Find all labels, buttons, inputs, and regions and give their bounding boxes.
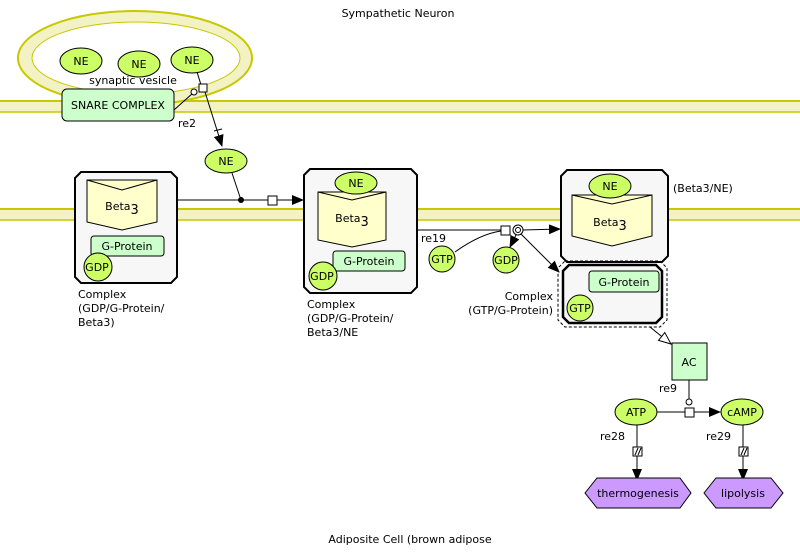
svg-text:GTP: GTP xyxy=(431,253,453,266)
ne-vesicle-1[interactable]: NE xyxy=(59,47,103,75)
reaction-re19[interactable] xyxy=(417,224,561,273)
reaction-label-re28: re28 xyxy=(600,430,625,443)
complex-name-line3: Beta3/NE xyxy=(307,326,358,339)
ne-vesicle-3[interactable]: NE xyxy=(170,46,214,74)
svg-text:G-Protein: G-Protein xyxy=(598,276,649,289)
svg-text:G-Protein: G-Protein xyxy=(343,255,394,268)
complex-name: (Beta3/NE) xyxy=(673,182,733,195)
svg-text:lipolysis: lipolysis xyxy=(721,487,765,500)
svg-text:GTP: GTP xyxy=(569,302,591,315)
svg-text:GDP: GDP xyxy=(494,254,518,267)
gdp[interactable]: GDP xyxy=(83,252,113,282)
g-protein[interactable]: G-Protein xyxy=(90,235,165,257)
phenotype-thermogenesis[interactable]: thermogenesis xyxy=(584,477,692,509)
g-protein[interactable]: G-Protein xyxy=(588,270,660,293)
complex-name-line3: Beta3) xyxy=(78,316,115,329)
reaction-re28[interactable] xyxy=(632,425,643,481)
svg-text:GDP: GDP xyxy=(85,261,109,274)
complex-beta3-ne[interactable]: Beta3 NE (Beta3/NE) xyxy=(560,169,733,263)
snare-complex[interactable]: SNARE COMPLEX xyxy=(61,88,175,122)
svg-text:NE: NE xyxy=(184,54,199,67)
svg-text:Beta3: Beta3 xyxy=(593,216,627,234)
svg-text:SNARE COMPLEX: SNARE COMPLEX xyxy=(71,99,165,112)
svg-text:NE: NE xyxy=(348,177,363,190)
reaction-label-re19: re19 xyxy=(421,232,446,245)
camp[interactable]: cAMP xyxy=(720,398,764,426)
complex-name-line2: (GDP/G-Protein/ xyxy=(78,302,165,315)
gdp[interactable]: GDP xyxy=(308,261,338,291)
gtp[interactable]: GTP xyxy=(428,245,456,273)
vesicle-label: synaptic vesicle xyxy=(89,74,177,87)
svg-text:NE: NE xyxy=(602,180,617,193)
svg-text:Beta3: Beta3 xyxy=(335,212,369,230)
svg-text:G-Protein: G-Protein xyxy=(101,240,152,253)
complex-name-line1: Complex xyxy=(78,288,127,301)
svg-text:GDP: GDP xyxy=(310,270,334,283)
svg-text:thermogenesis: thermogenesis xyxy=(597,487,679,500)
ne-vesicle-2[interactable]: NE xyxy=(117,50,161,78)
gtp[interactable]: GTP xyxy=(566,294,594,322)
gdp[interactable]: GDP xyxy=(492,246,520,274)
phenotype-lipolysis[interactable]: lipolysis xyxy=(703,477,784,509)
complex-gdp-gprotein-beta3[interactable]: Beta3 G-Protein GDP Complex (GDP/G-Prote… xyxy=(74,171,178,329)
svg-text:NE: NE xyxy=(73,55,88,68)
svg-text:cAMP: cAMP xyxy=(727,406,757,419)
reaction-label-re9: re9 xyxy=(659,382,677,395)
svg-text:NE: NE xyxy=(131,58,146,71)
reaction-binding[interactable] xyxy=(177,172,304,206)
ne[interactable]: NE xyxy=(334,171,378,195)
complex-name-line2: (GDP/G-Protein/ xyxy=(307,312,394,325)
activation-arrow xyxy=(649,326,671,344)
complex-gtp-gprotein[interactable]: G-Protein GTP Complex (GTP/G-Protein) xyxy=(468,260,668,328)
svg-text:ATP: ATP xyxy=(626,406,646,419)
compartment-label-adipocyte: Adiposite Cell (brown adipose xyxy=(328,533,491,546)
ne[interactable]: NE xyxy=(588,173,632,199)
atp[interactable]: ATP xyxy=(614,398,658,426)
reaction-re2[interactable] xyxy=(173,71,224,147)
complex-gdp-gprotein-beta3-ne[interactable]: Beta3 NE G-Protein GDP Complex (GDP/G-Pr… xyxy=(303,168,418,339)
g-protein[interactable]: G-Protein xyxy=(332,250,406,272)
complex-name-line2: (GTP/G-Protein) xyxy=(468,304,553,317)
reaction-label-re29: re29 xyxy=(706,430,731,443)
svg-text:AC: AC xyxy=(681,356,696,369)
svg-text:Beta3: Beta3 xyxy=(105,200,139,218)
reaction-re9[interactable] xyxy=(656,380,721,418)
ne-cleft[interactable]: NE xyxy=(204,148,248,174)
compartment-label-neuron: Sympathetic Neuron xyxy=(342,7,455,20)
complex-name-line1: Complex xyxy=(307,298,356,311)
svg-text:NE: NE xyxy=(218,155,233,168)
complex-name-line1: Complex xyxy=(505,290,554,303)
reaction-label-re2: re2 xyxy=(178,117,196,130)
ac[interactable]: AC xyxy=(671,342,708,381)
reaction-re29[interactable] xyxy=(738,425,749,481)
